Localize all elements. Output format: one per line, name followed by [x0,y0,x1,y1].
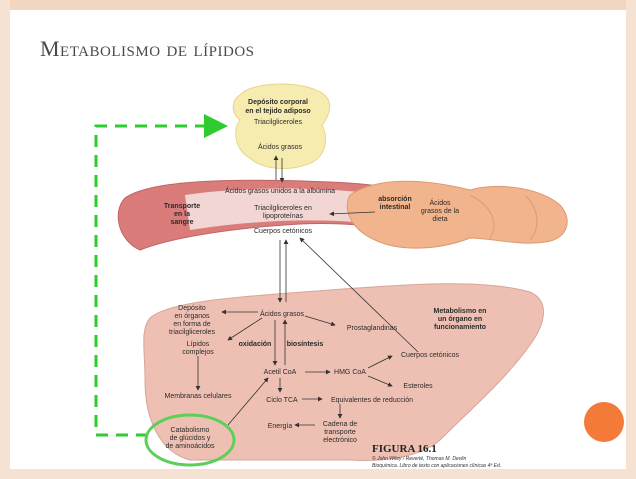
arrow-catab-acetyl [227,377,269,426]
intestine-diet-3: dieta [432,216,447,223]
liver-chain-3: electrónico [323,437,357,444]
liver-metabolism-1: Metabolismo en [434,308,487,315]
intestine-absorption-2: intestinal [380,204,411,211]
fat-deposit-title-2: en el tejido adiposo [245,108,310,115]
blood-transport-3: sangre [171,219,194,226]
orange-circle-decoration [584,402,624,442]
intestine-fold [469,194,495,239]
figure-credit-1: © John Wiley / Reverté, Thomas M. Devlin [372,455,466,462]
liver-chain-2: transporte [324,429,356,436]
liver-tca: Ciclo TCA [266,397,298,404]
liver-metabolism-3: funcionamiento [434,324,486,331]
liver-prostaglandins: Prostaglandinas [347,325,398,332]
figure-credit-2: Bioquímica. Libro de texto con aplicacio… [372,463,501,469]
liver-hmg: HMG CoA [334,369,366,376]
liver-ketones: Cuerpos cetónicos [401,352,459,359]
liver-biosynthesis: biosíntesis [287,341,324,348]
arrow-liver-ketone-up [299,237,419,353]
liver-acetyl: Acetil CoA [264,369,297,376]
blood-ketones: Cuerpos cetónicos [254,228,312,235]
fat-deposit-tg: Triacilgliceroles [254,119,302,126]
blood-vessel-band [185,188,360,230]
arrow-complex [227,317,263,341]
liver-catab-1: Catabolismo [171,427,210,434]
intestine-fold-2 [524,194,538,241]
liver-oxidation: oxidación [239,341,272,348]
intestine-diet-1: Ácidos [429,198,451,207]
catabolism-highlight-circle [144,413,236,467]
liver-deposit-3: en forma de [173,321,210,328]
figure-label: FIGURA 16.1 [372,443,437,455]
arrow-hmg-sterols [367,375,393,387]
liver-membranes: Membranas celulares [165,393,232,400]
liver-chain-1: Cadena de [323,421,357,428]
intestine-absorption-1: absorción [378,196,411,203]
fat-deposit-shape [232,83,331,169]
liver-metabolism-2: un órgano en [438,316,482,323]
fat-deposit-fa: Ácidos grasos [258,142,302,151]
liver-energy: Energía [268,423,293,430]
liver-catab-2: de glúcidos y [170,435,211,442]
fat-deposit-title-1: Depósito corporal [248,99,308,106]
liver-deposit-4: triacilgliceroles [169,329,215,336]
liver-sterols: Esteroles [403,383,433,390]
liver-complex-2: complejos [182,349,214,356]
liver-deposit-2: en órganos [174,313,210,320]
intestine-shape [346,180,568,249]
slide-border-left [0,0,10,479]
liver-fatty-acids: Ácidos grasos [260,309,304,318]
liver-complex-1: Lípidos [187,341,210,348]
slide-border-bottom [0,469,636,479]
intestine-diet-2: grasos de la [421,208,459,215]
slide-border-top [0,0,636,10]
green-dashed-path [94,114,228,437]
slide-title: Metabolismo de lípidos [40,36,255,61]
liver-catab-3: de aminoácidos [165,443,215,450]
blood-tg-1: Triacilgliceroles en [254,205,312,212]
slide-border-right [626,0,636,479]
arrow-hmg-ketones [367,355,393,369]
liver-deposit-1: Depósito [178,305,206,312]
arrow-prosta [304,315,336,327]
liver-reducing: Equivalentes de reducción [331,397,413,404]
blood-transport-2: en la [174,211,190,218]
blood-fa-albumin: Ácidos grasos unidos a la albúmina [225,186,335,195]
liver-shape [143,283,544,461]
blood-transport-1: Transporte [164,203,200,210]
arrow-intestine [329,211,376,217]
blood-tg-2: lipoproteínas [263,213,304,220]
